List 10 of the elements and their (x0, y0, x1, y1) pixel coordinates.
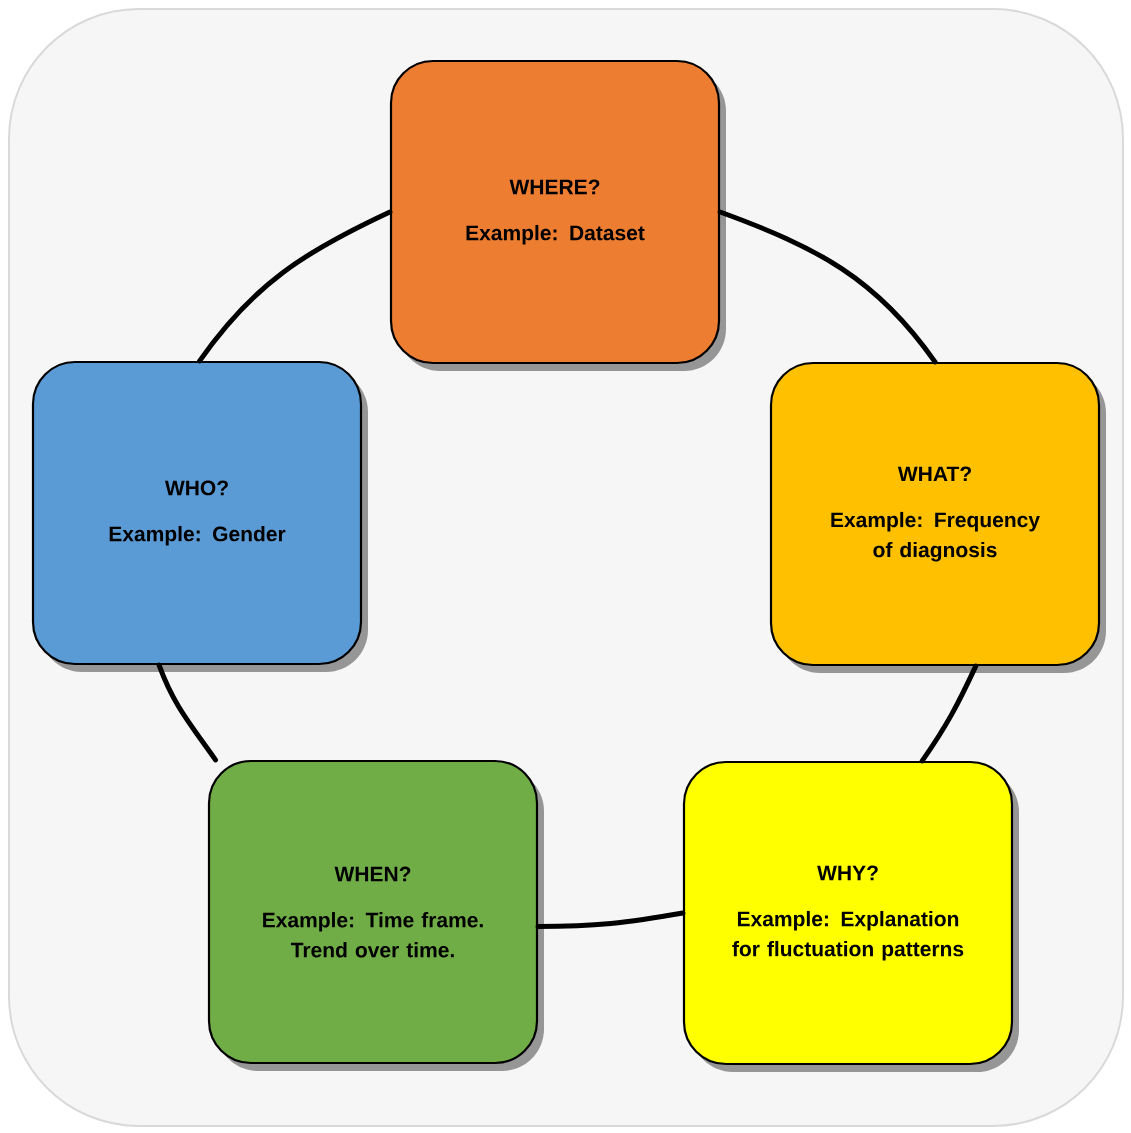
connector-arc (919, 663, 979, 764)
connector-arc (717, 209, 938, 365)
question-box: WHY? Example: Explanation for fluctuation patterns (682, 760, 1019, 1072)
connector-arc (197, 209, 393, 364)
question-box: WHAT? Example: Frequency of diagnosis (769, 361, 1106, 673)
connector-arc (156, 662, 218, 763)
question-box: WHEN? Example: Time frame. Trend over time. (207, 759, 544, 1071)
question-box: WHERE? Example: Dataset (389, 59, 726, 371)
connector-arc (535, 910, 686, 929)
question-box: WHO? Example: Gender (31, 360, 368, 672)
